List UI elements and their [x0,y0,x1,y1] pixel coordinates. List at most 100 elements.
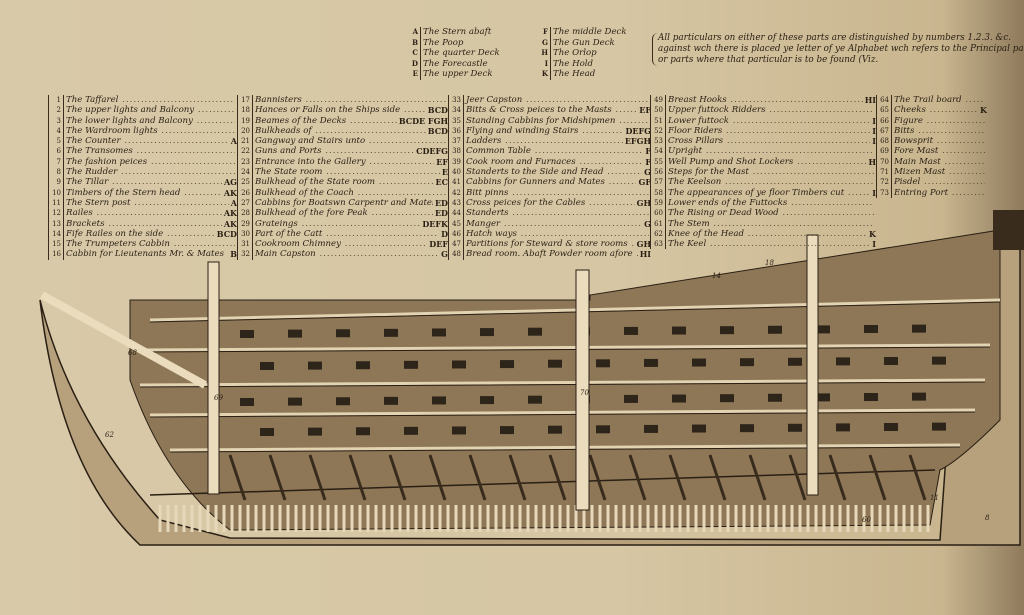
legend-number: 6 [49,146,64,157]
legend-deck-code: BCD [427,105,448,116]
deck-line [139,343,991,352]
legend-deck-code: A [230,136,237,147]
legend-deck-code: ED [434,208,448,219]
legend-deck-code: AK [223,187,237,198]
deck-name: The Poop [423,37,464,48]
legend-deck-code: AK [223,218,237,229]
ship-label: 69 [214,394,223,402]
legend-text: Cook room and Furnaces [464,157,643,167]
cannon [624,394,638,403]
legend-text: Cross peices for the Cables [464,198,635,208]
cannon [740,358,754,367]
legend-deck-code: EF [436,156,448,167]
legend-deck-code [985,146,987,156]
cannon [240,330,254,338]
cannon [672,326,686,335]
deck-letter: E [410,69,421,80]
legend-text: Cookroom Chimney [253,239,427,249]
cannon [884,423,898,432]
cannon [480,396,494,405]
legend-number: 48 [449,249,464,260]
cannon [864,325,878,334]
legend-text: Partitions for Steward & store rooms [464,239,635,249]
main-mast [575,269,590,511]
cannon [308,427,322,436]
legend-deck-code: DEFK [422,218,448,229]
legend-number: 73 [877,187,892,198]
legend-number: 30 [238,228,253,240]
cannon [384,396,398,405]
deck-letter: D [410,58,421,69]
pillar [348,454,367,501]
cannon [768,393,782,402]
cannon [452,426,466,435]
legend-text: Flying and winding Stairs [464,126,623,136]
legend-text: Main Mast [892,157,985,167]
cannon [404,360,418,369]
legend-text: Cheeks [892,105,978,115]
ship-label: 8 [985,514,990,522]
legend-number: 63 [651,239,666,250]
legend-text: Grateings [253,219,420,229]
deck-name: The Stern abaft [423,27,492,37]
pillar [308,454,327,501]
cannon [356,427,370,436]
legend-item: 29GrateingsDEFK [238,218,448,229]
legend-number: 22 [238,146,253,157]
legend-text: The lower lights and Balcony [64,116,235,126]
legend-number: 61 [651,218,666,229]
ship-label: 11 [930,494,939,502]
cannon [672,394,686,403]
legend-deck-code: GH [636,197,651,208]
legend-number: 10 [49,187,64,198]
legend-number: 26 [238,187,253,198]
legend-deck-code: H [868,156,876,167]
legend-number: 9 [49,177,64,188]
legend-number: 50 [651,105,666,116]
stern-carving [993,210,1024,250]
legend-text: The Stem [666,219,874,229]
legend-text: Entrance into the Gallery [253,157,434,167]
legend-text: Gangway and Stairs unto [253,136,446,146]
legend-text: Fore Mast [892,146,985,156]
deck-edge [139,346,991,353]
cannon [260,428,274,436]
legend-text: Guns and Ports [253,146,414,156]
legend-number: 2 [49,105,64,116]
legend-deck-code: G [441,249,448,260]
legend-number: 8 [49,167,64,178]
legend-number: 32 [238,249,253,260]
legend-number: 56 [651,167,666,178]
legend-text: Upright [666,146,874,156]
cannon [740,424,754,433]
cannon [932,356,946,365]
legend-text: The Tillar [64,177,222,187]
pillar [788,454,807,501]
legend-text: The Rising or Dead Wood [666,208,874,218]
legend-text: The Counter [64,136,229,146]
legend-number: 49 [651,95,666,106]
